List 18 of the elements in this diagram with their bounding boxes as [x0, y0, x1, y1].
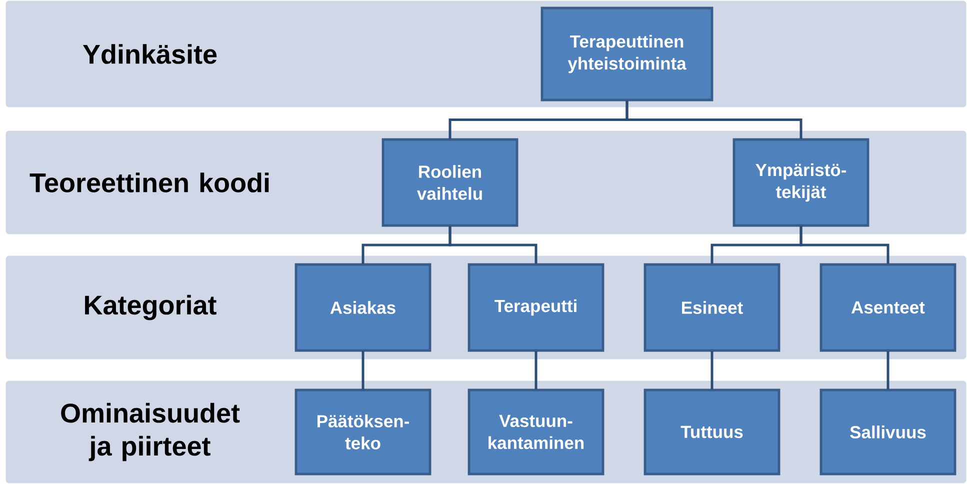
connector: [886, 351, 890, 390]
connector: [800, 226, 890, 264]
box: Asenteet: [820, 263, 956, 352]
box: Tuttuus: [644, 388, 780, 476]
box: Esineet: [644, 263, 780, 352]
box: Asiakas: [294, 263, 432, 352]
connector: [534, 351, 538, 390]
connector: [448, 226, 538, 264]
box: Roolien vaihtelu: [382, 138, 518, 227]
box: Terapeutti: [468, 263, 604, 352]
connector: [710, 351, 714, 390]
connector: [626, 100, 802, 139]
box: Sallivuus: [820, 388, 956, 476]
box: Päätöksen-teko: [294, 388, 432, 476]
box: Vastuun-kantaminen: [468, 388, 604, 476]
box: Terapeuttinen yhteistoiminta: [540, 6, 714, 102]
box: Ympäristö-tekijät: [732, 138, 870, 227]
connector: [362, 351, 364, 390]
